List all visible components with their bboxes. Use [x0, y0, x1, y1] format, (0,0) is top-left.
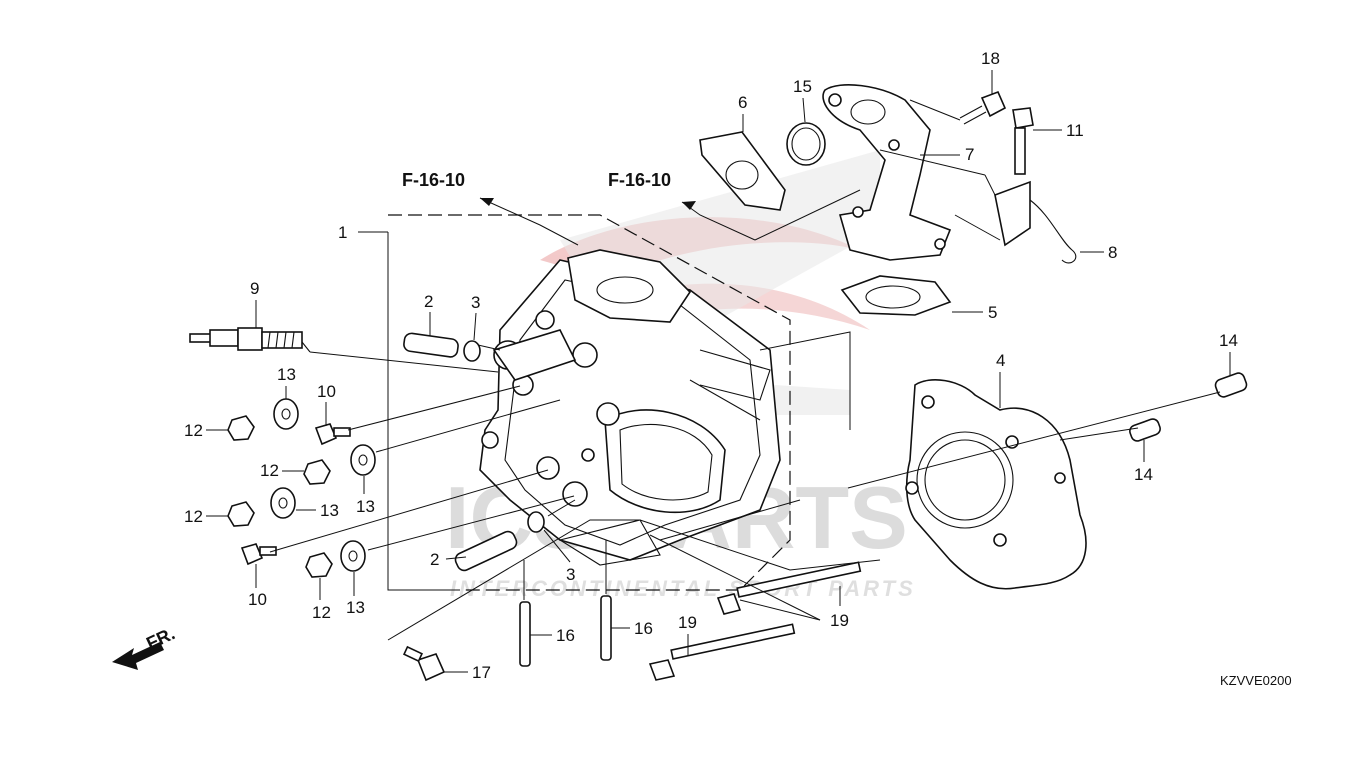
clip-3b	[527, 511, 545, 533]
nut-12a	[227, 415, 255, 441]
callout-13-a: 13	[277, 365, 296, 384]
cylinder-head	[479, 249, 781, 566]
nut-12b	[303, 459, 331, 485]
clip-3a	[463, 340, 481, 362]
callout-19-right: 19	[830, 611, 849, 630]
callout-12-b: 12	[260, 461, 279, 480]
bolt-11	[1012, 107, 1034, 175]
callout-2-lower: 2	[430, 550, 439, 569]
stud-16b	[600, 595, 612, 661]
bolt-10a	[314, 423, 351, 446]
callout-10-lower: 10	[248, 590, 267, 609]
insulator-gasket-5	[840, 275, 952, 316]
callout-12-d: 12	[312, 603, 331, 622]
spark-plug-9	[189, 327, 311, 353]
head-gasket-4	[905, 379, 1087, 590]
callout-14-lower: 14	[1134, 465, 1153, 484]
callout-11: 11	[1066, 121, 1084, 140]
valve-guide-2b	[454, 530, 518, 572]
callout-4: 4	[996, 351, 1005, 370]
dowel-pin-14b	[1129, 418, 1161, 442]
bolt-10b	[240, 543, 277, 566]
callout-2-upper: 2	[424, 292, 433, 311]
callout-7: 7	[965, 145, 974, 164]
reference-f-16-10-left: F-16-10	[402, 170, 465, 190]
callout-3-lower: 3	[566, 565, 575, 584]
long-bolt-19a	[716, 561, 862, 615]
clamp-8	[994, 180, 1077, 264]
callout-12-a: 12	[184, 421, 203, 440]
callout-12-c: 12	[184, 507, 203, 526]
callout-labels: 1 2 3 2 3 4 5 6 7 8 9 10 10 11 12 12 12 …	[184, 49, 1238, 682]
o-ring-15	[786, 122, 826, 166]
washer-13a	[273, 398, 299, 430]
front-direction-marker: FR.	[112, 623, 178, 670]
callout-16-a: 16	[556, 626, 575, 645]
assembly-bracket	[358, 214, 791, 591]
front-arrow-icon	[112, 642, 164, 670]
callout-18: 18	[981, 49, 1000, 68]
callout-3-upper: 3	[471, 293, 480, 312]
callout-5: 5	[988, 303, 997, 322]
callout-19-left: 19	[678, 613, 697, 632]
washer-13b	[350, 444, 376, 476]
callout-14-upper: 14	[1219, 331, 1238, 350]
callout-17: 17	[472, 663, 491, 682]
washer-13c	[270, 487, 296, 519]
callout-13-d: 13	[346, 598, 365, 617]
callout-16-b: 16	[634, 619, 653, 638]
callout-10-upper: 10	[317, 382, 336, 401]
leader-lines	[269, 99, 1221, 641]
callout-8: 8	[1108, 243, 1117, 262]
intake-gasket-6	[699, 131, 786, 211]
callout-1: 1	[338, 223, 347, 242]
bolt-17	[402, 645, 446, 682]
callout-13-b: 13	[356, 497, 375, 516]
callout-9: 9	[250, 279, 259, 298]
valve-guide-2a	[403, 332, 459, 358]
intake-pipe	[822, 84, 952, 261]
long-bolt-19b	[648, 623, 796, 681]
callout-6: 6	[738, 93, 747, 112]
bolt-18	[959, 90, 1007, 125]
callout-15: 15	[793, 77, 812, 96]
diagram-code: KZVVE0200	[1220, 673, 1292, 688]
nut-12d	[305, 552, 333, 578]
washer-13d	[340, 540, 366, 572]
callout-13-c: 13	[320, 501, 339, 520]
watermark-tagline: INTERCONTINENTAL SPORT PARTS	[450, 576, 916, 601]
dowel-pin-14a	[1214, 372, 1248, 398]
reference-f-16-10-right: F-16-10	[608, 170, 671, 190]
nut-12c	[227, 501, 255, 527]
stud-16a	[519, 601, 531, 667]
reference-arrows	[479, 189, 861, 246]
